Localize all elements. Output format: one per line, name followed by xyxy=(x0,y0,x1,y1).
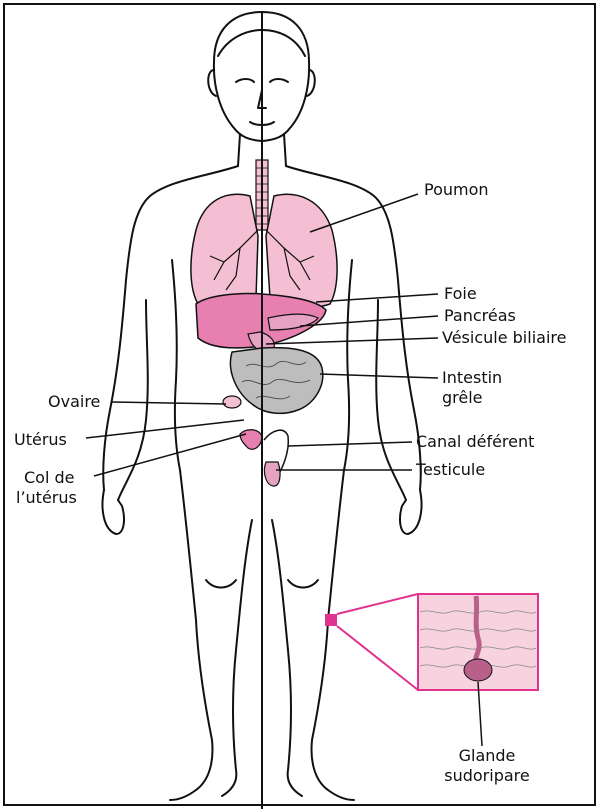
label-cervix-line2: l’utérus xyxy=(16,488,77,507)
label-pancreas: Pancréas xyxy=(444,306,516,325)
label-ovary: Ovaire xyxy=(48,392,100,411)
label-small-intestine-line1: Intestin xyxy=(442,368,502,387)
skin-sample-marker xyxy=(325,614,337,626)
sweat-duct xyxy=(476,596,479,662)
male-reproductive xyxy=(264,430,288,486)
label-sweat-gland-line2: sudoripare xyxy=(432,766,542,785)
inset-connector-bottom xyxy=(337,626,418,690)
label-vas-deferens: Canal déférent xyxy=(416,432,534,451)
inset-connector-top xyxy=(337,594,418,614)
right-lung xyxy=(266,194,337,307)
label-liver: Foie xyxy=(444,284,477,303)
label-small-intestine-line2: grêle xyxy=(442,388,483,407)
label-uterus: Utérus xyxy=(14,430,67,449)
label-testicle: Testicule xyxy=(416,460,485,479)
label-cervix-line1: Col de xyxy=(24,468,75,487)
sweat-gland-coil xyxy=(464,659,492,681)
label-sweat-gland-line1: Glande xyxy=(432,746,542,765)
sweat-gland-inset xyxy=(325,594,538,690)
label-gallbladder: Vésicule biliaire xyxy=(442,328,566,347)
label-lung: Poumon xyxy=(424,180,489,199)
left-lung xyxy=(191,194,258,307)
